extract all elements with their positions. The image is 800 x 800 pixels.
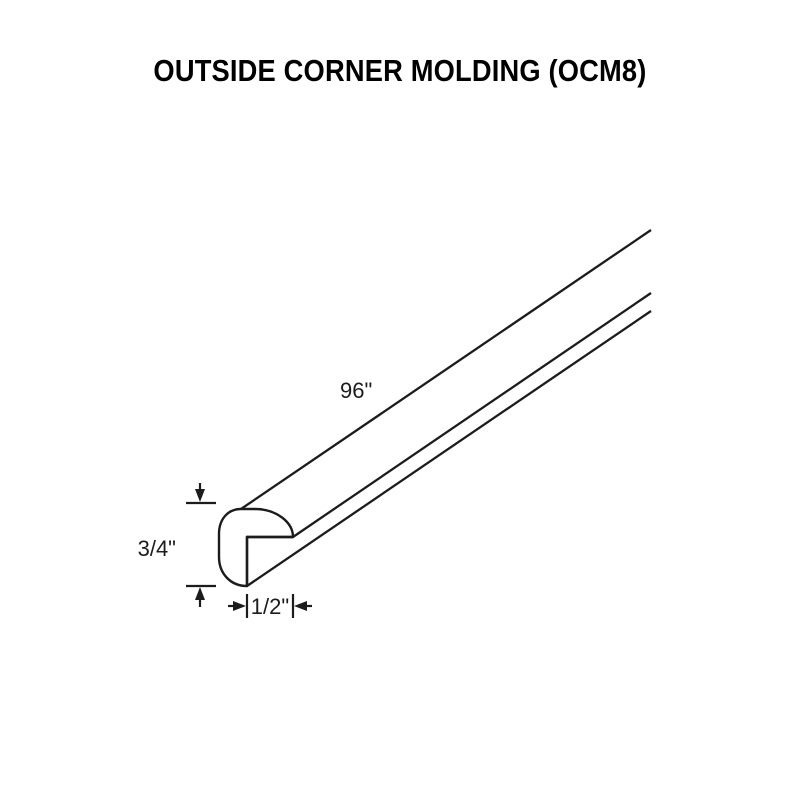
- width-dim-right-arrowhead: [294, 601, 307, 611]
- height-dim-upper-arrowhead: [195, 489, 205, 502]
- molding-end-face-profile: [217, 507, 295, 588]
- length-dimension-label: 96": [340, 378, 372, 403]
- molding-middle-edge-line: [292, 292, 652, 538]
- profile-outer-outline: [217, 507, 295, 588]
- height-dimension: 3/4": [138, 483, 216, 607]
- molding-top-edge-line: [240, 229, 652, 510]
- width-dimension-label: 1/2": [251, 594, 289, 619]
- molding-body: [240, 229, 652, 587]
- length-dimension: 96": [340, 378, 372, 403]
- page-title: OUTSIDE CORNER MOLDING (OCM8): [153, 53, 647, 88]
- height-dim-lower-arrowhead: [195, 587, 205, 600]
- molding-bottom-edge-line: [246, 310, 652, 587]
- height-dimension-label: 3/4": [138, 536, 176, 561]
- width-dim-left-arrowhead: [233, 601, 246, 611]
- width-dimension: 1/2": [228, 594, 312, 619]
